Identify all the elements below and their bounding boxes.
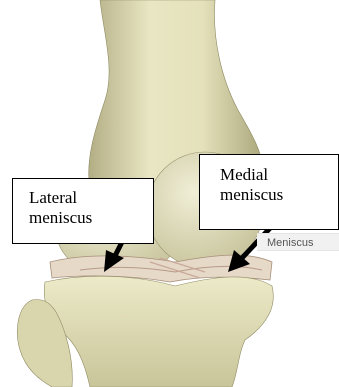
meniscus-overlay-tag: Meniscus bbox=[257, 233, 339, 251]
medial-label-line2: meniscus bbox=[220, 185, 338, 205]
medial-meniscus-label: Medial meniscus bbox=[199, 154, 339, 230]
lateral-label-line1: Lateral bbox=[29, 188, 153, 208]
tibia bbox=[44, 276, 273, 387]
lateral-label-line2: meniscus bbox=[29, 208, 153, 228]
lateral-meniscus-label: Lateral meniscus bbox=[12, 178, 154, 244]
medial-label-line1: Medial bbox=[220, 165, 338, 185]
